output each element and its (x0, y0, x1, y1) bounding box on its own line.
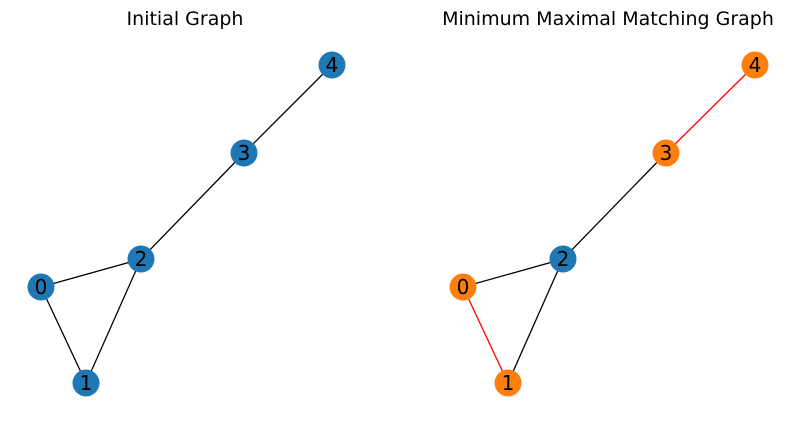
graph-edge-1-2 (507, 258, 564, 384)
graph-edge-2-3 (562, 152, 667, 260)
node-label-0: 0 (35, 275, 48, 299)
graph-edge-1-2 (85, 258, 142, 384)
node-label-3: 3 (660, 141, 673, 165)
node-label-1: 1 (80, 371, 93, 395)
graph-node-4 (741, 51, 769, 79)
graph-node-2 (549, 245, 577, 273)
graph-node-4 (318, 51, 346, 79)
graph-node-3 (652, 139, 680, 167)
panel-title: Initial Graph (127, 8, 244, 30)
node-label-4: 4 (749, 53, 762, 77)
graph-edge-3-4 (665, 64, 756, 154)
graph-edge-0-2 (462, 258, 564, 288)
node-label-3: 3 (238, 141, 251, 165)
node-label-1: 1 (502, 371, 515, 395)
graph-node-0 (27, 273, 55, 301)
initial-graph-panel: 0 1 2 3 4 Initial Graph (27, 8, 346, 397)
matching-graph-panel: 0 1 2 3 4 Minimum Maximal Matching Graph (442, 8, 774, 397)
graph-edge-0-2 (40, 258, 142, 288)
graph-node-1 (72, 369, 100, 397)
node-label-2: 2 (135, 247, 148, 271)
graph-edge-0-1 (40, 286, 87, 384)
panel-title: Minimum Maximal Matching Graph (442, 8, 774, 30)
graph-edge-0-1 (462, 286, 509, 384)
graph-node-0 (449, 273, 477, 301)
graph-node-2 (127, 245, 155, 273)
graph-edge-3-4 (243, 64, 333, 154)
node-label-0: 0 (457, 275, 470, 299)
node-label-2: 2 (557, 247, 570, 271)
node-label-4: 4 (326, 53, 339, 77)
graph-node-1 (494, 369, 522, 397)
graph-node-3 (230, 139, 258, 167)
graph-edge-2-3 (140, 152, 245, 260)
